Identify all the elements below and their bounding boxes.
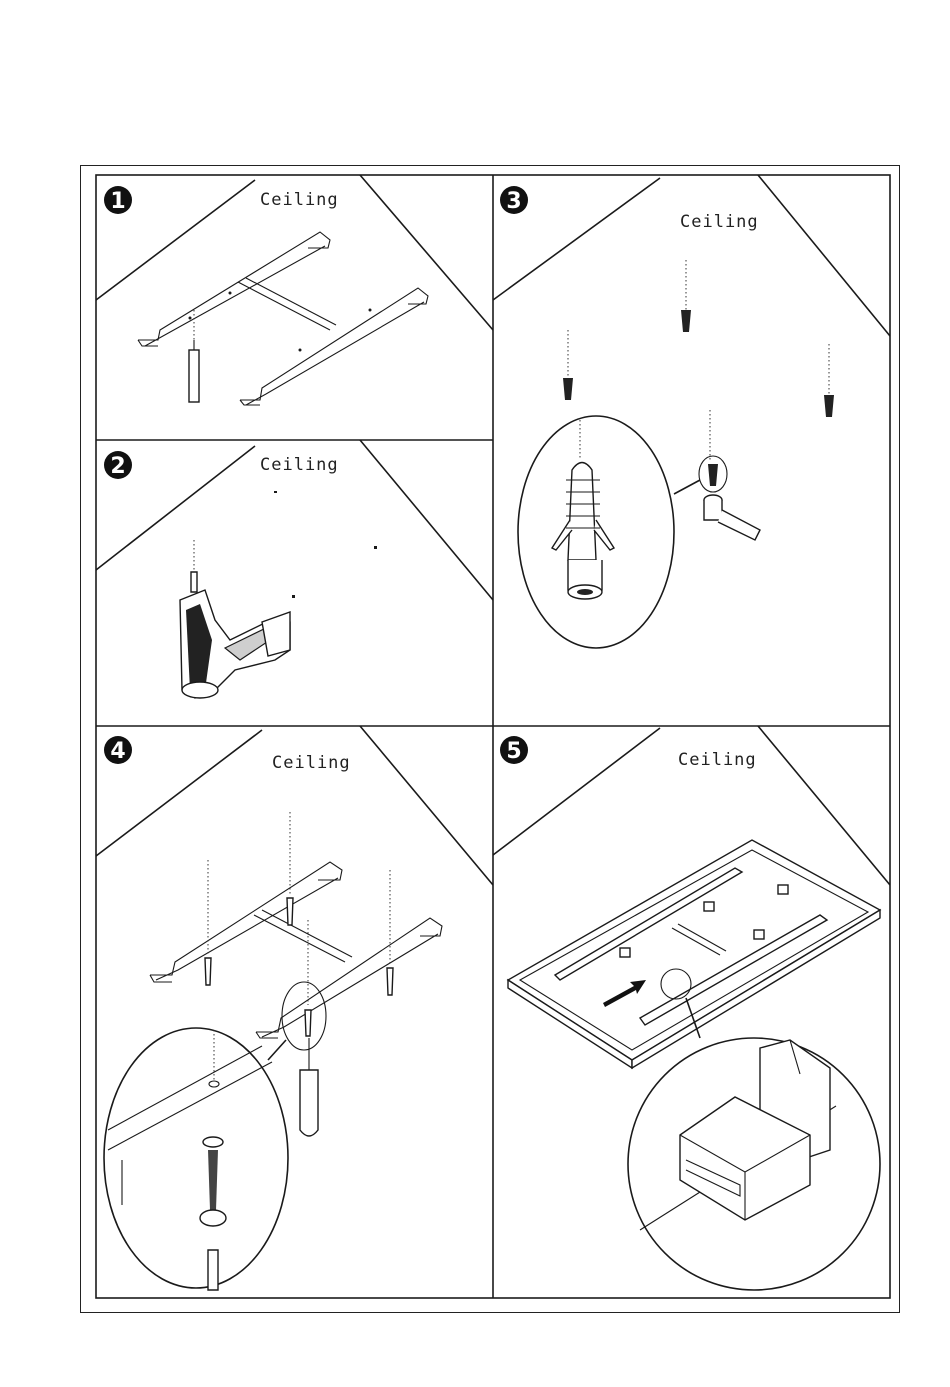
wall-anchor-2 bbox=[681, 260, 691, 332]
step-5-ceiling-label: Ceiling bbox=[678, 750, 757, 770]
step-1-number: 1 bbox=[110, 189, 125, 214]
step-4-bracket-frame bbox=[150, 862, 442, 1038]
light-panel bbox=[508, 840, 880, 1068]
step-2-panel: 2 Ceiling bbox=[96, 440, 493, 698]
step-4-badge: 4 bbox=[104, 736, 132, 764]
drill-bit bbox=[189, 310, 199, 402]
step-4-ceiling-outline bbox=[96, 726, 493, 885]
step-1-badge: 1 bbox=[104, 186, 132, 214]
step-3-ceiling-outline bbox=[493, 175, 890, 336]
step-2-number: 2 bbox=[110, 454, 125, 479]
step-4-zoom-target bbox=[282, 982, 326, 1050]
step-1-bracket-frame bbox=[138, 232, 428, 405]
step-5-number: 5 bbox=[506, 739, 521, 764]
screw-detail-magnifier bbox=[104, 1028, 288, 1290]
step-2-badge: 2 bbox=[104, 451, 132, 479]
wall-anchor-4 bbox=[674, 410, 760, 540]
step-5-panel: 5 Ceiling bbox=[493, 726, 890, 1290]
step-2-ceiling-label: Ceiling bbox=[260, 455, 339, 475]
step-5-badge: 5 bbox=[500, 736, 528, 764]
step-4-ceiling-label: Ceiling bbox=[272, 753, 351, 773]
step-3-panel: 3 Ceiling bbox=[493, 175, 890, 648]
step-1-panel: 1 Ceiling bbox=[96, 175, 493, 405]
wall-anchor-3 bbox=[824, 344, 834, 417]
step-4-number: 4 bbox=[110, 739, 125, 764]
screwdriver-icon bbox=[300, 1038, 318, 1136]
anchor-detail-magnifier bbox=[518, 416, 674, 648]
power-drill-icon bbox=[180, 540, 290, 698]
step-1-ceiling-label: Ceiling bbox=[260, 190, 339, 210]
drilled-holes bbox=[274, 491, 377, 598]
clip-detail-magnifier bbox=[628, 1038, 880, 1290]
step-3-badge: 3 bbox=[500, 186, 528, 214]
step-3-number: 3 bbox=[506, 189, 521, 214]
wall-anchor-1 bbox=[563, 330, 573, 400]
step-3-ceiling-label: Ceiling bbox=[680, 212, 759, 232]
step-4-panel: 4 Ceiling bbox=[96, 726, 493, 1290]
